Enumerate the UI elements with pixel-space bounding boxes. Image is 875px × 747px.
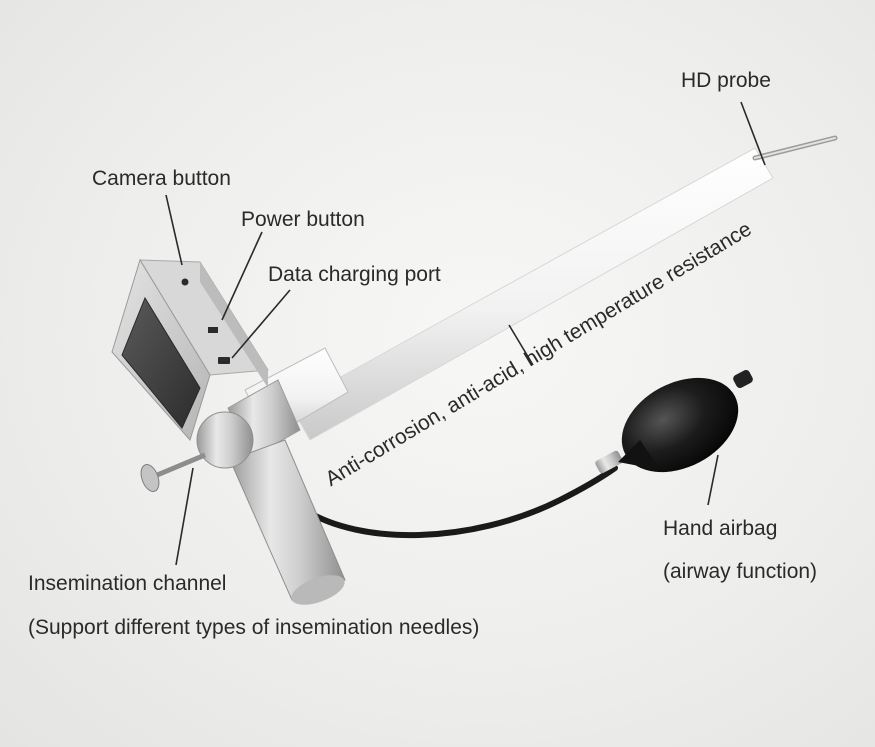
label-hd-probe: HD probe [681,69,771,92]
label-camera-button: Camera button [92,167,231,190]
label-hand-airbag: Hand airbag [663,517,778,540]
label-data-charging-port: Data charging port [268,263,441,286]
handle [196,411,346,605]
label-needle-support: (Support different types of insemination… [28,616,480,639]
label-power-button: Power button [241,208,365,231]
label-airway-function: (airway function) [663,560,818,583]
data-charging-port [218,357,230,364]
monitor-box [111,258,269,441]
hand-airbag [595,370,753,474]
power-button [208,327,218,333]
insemination-channel-knob [140,452,206,492]
camera-button [181,278,189,286]
air-hose [302,465,618,539]
leader-lines [165,101,766,566]
label-insemination-channel: Insemination channel [28,572,227,595]
probe-tube [289,135,838,441]
